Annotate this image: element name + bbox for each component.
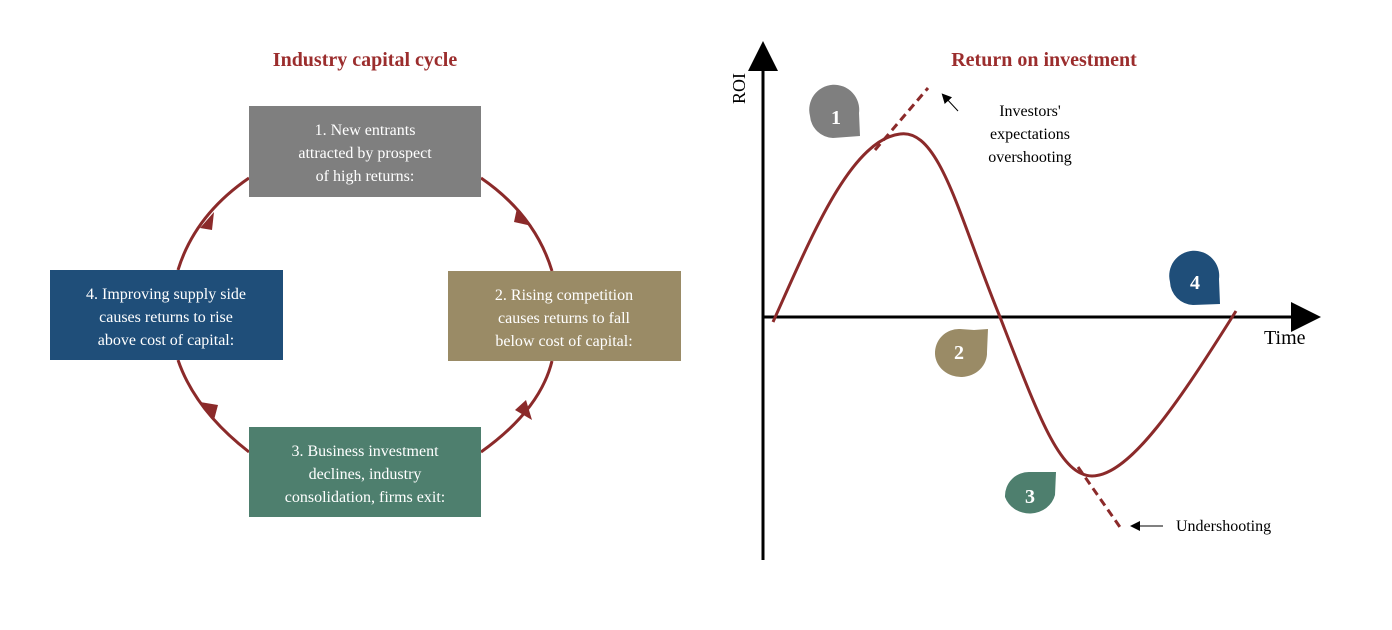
cycle-arrowheads xyxy=(200,208,532,420)
overshoot-arrow xyxy=(941,93,959,112)
roi-curve xyxy=(771,132,1238,478)
marker-4: 4 xyxy=(1169,250,1220,305)
svg-text:1: 1 xyxy=(831,107,841,129)
svg-text:4: 4 xyxy=(1190,272,1200,294)
cycle-title: Industry capital cycle xyxy=(273,49,458,71)
overshoot-line xyxy=(873,87,930,151)
undershoot-line xyxy=(1076,466,1124,531)
undershoot-annotation: Undershooting xyxy=(1176,518,1271,535)
svg-text:3: 3 xyxy=(1025,486,1035,508)
marker-3: 3 xyxy=(1004,471,1056,514)
y-axis-label: ROI xyxy=(729,73,749,104)
roi-title: Return on investment xyxy=(951,49,1137,71)
svg-text:2: 2 xyxy=(954,342,964,364)
marker-2: 2 xyxy=(934,328,988,377)
marker-1: 1 xyxy=(809,84,860,138)
x-axis-label: Time xyxy=(1264,327,1306,349)
